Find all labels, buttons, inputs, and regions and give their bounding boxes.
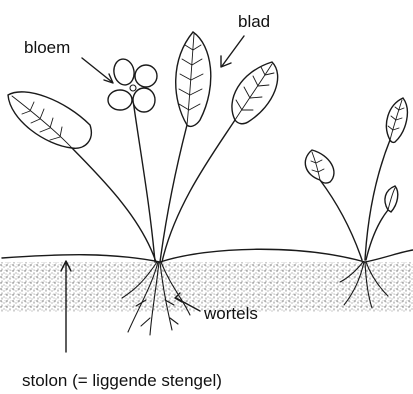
flower-label: bloem (24, 38, 70, 57)
stolon (2, 249, 413, 262)
stolon-label: stolon (= liggende stengel) (22, 371, 222, 390)
flower (108, 57, 157, 112)
leaf-pointer (222, 36, 244, 66)
roots-label: wortels (203, 304, 258, 323)
leaf-label: blad (238, 12, 270, 31)
left-plant-stems (72, 100, 235, 262)
flower-pointer (82, 58, 112, 82)
